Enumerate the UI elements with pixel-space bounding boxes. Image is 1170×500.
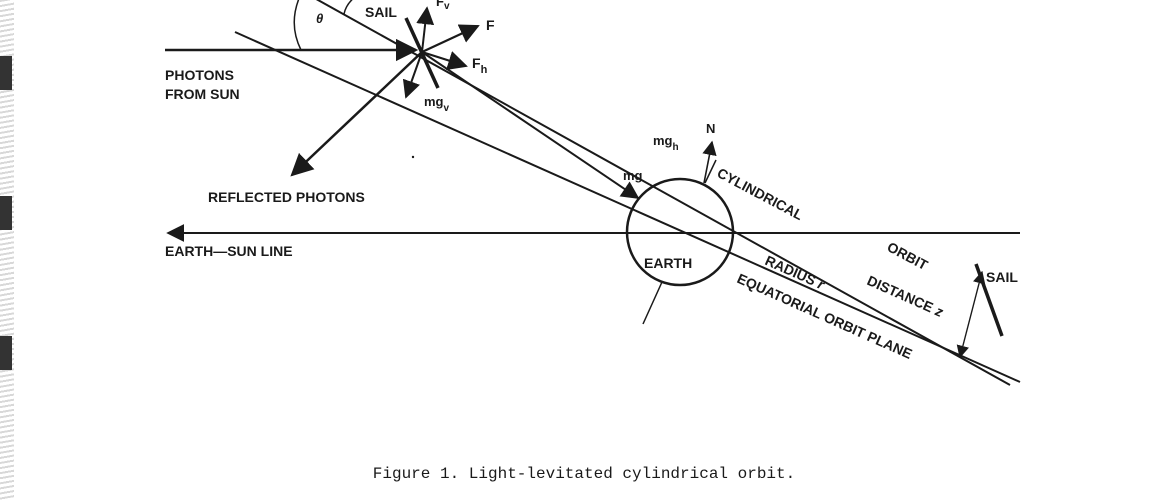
- earth-axis: [642, 281, 663, 325]
- earth-label: EARTH: [644, 255, 692, 271]
- theta-arc: [293, 0, 302, 51]
- mg-label: mg: [623, 168, 643, 183]
- mg-arrow: [421, 51, 640, 200]
- sail-right: [974, 263, 1004, 337]
- earth-axis-top: [704, 159, 717, 184]
- mgv-label: mgv: [424, 94, 450, 114]
- photons-label-line2: FROM SUN: [165, 86, 240, 102]
- cylindrical-orbit-line: [315, 0, 1011, 386]
- photons-label-line1: PHOTONS: [165, 67, 234, 83]
- reflected-photons-arrow: [290, 51, 423, 177]
- fv-arrow: [416, 6, 435, 53]
- theta-label: θ: [316, 11, 323, 26]
- mgh-label: mgh: [653, 133, 679, 153]
- cylindrical-label: CYLINDRICAL: [715, 165, 807, 224]
- scan-edge-mark: [0, 336, 12, 370]
- fh-label: Fh: [472, 55, 488, 76]
- scan-edge-mark: [0, 56, 12, 90]
- earth-sun-line-label: EARTH—SUN LINE: [165, 243, 293, 259]
- figure-caption: Figure 1. Light-levitated cylindrical or…: [373, 465, 795, 483]
- scan-edge-mark: [0, 196, 12, 230]
- distance-z-arrow: [956, 270, 986, 359]
- orbit-label: ORBIT: [885, 239, 931, 274]
- n-label: N: [706, 121, 715, 136]
- stray-dot: [411, 155, 415, 159]
- sail-right-label: SAIL: [986, 269, 1018, 285]
- scan-edge-strip: [0, 0, 14, 500]
- mgv-arrow: [402, 51, 423, 99]
- fv-label: Fv: [436, 0, 450, 12]
- reflected-photons-label: REFLECTED PHOTONS: [208, 189, 365, 205]
- sail-top-label: SAIL: [365, 4, 397, 20]
- earth-circle: [625, 177, 735, 287]
- f-arrow: [421, 24, 480, 53]
- sail-arc: [343, 0, 353, 15]
- equatorial-plane-line: [234, 31, 1021, 383]
- fh-arrow: [421, 50, 468, 71]
- f-label: F: [486, 17, 495, 33]
- distance-label: DISTANCEz: [865, 272, 946, 320]
- n-arrow: [702, 140, 717, 184]
